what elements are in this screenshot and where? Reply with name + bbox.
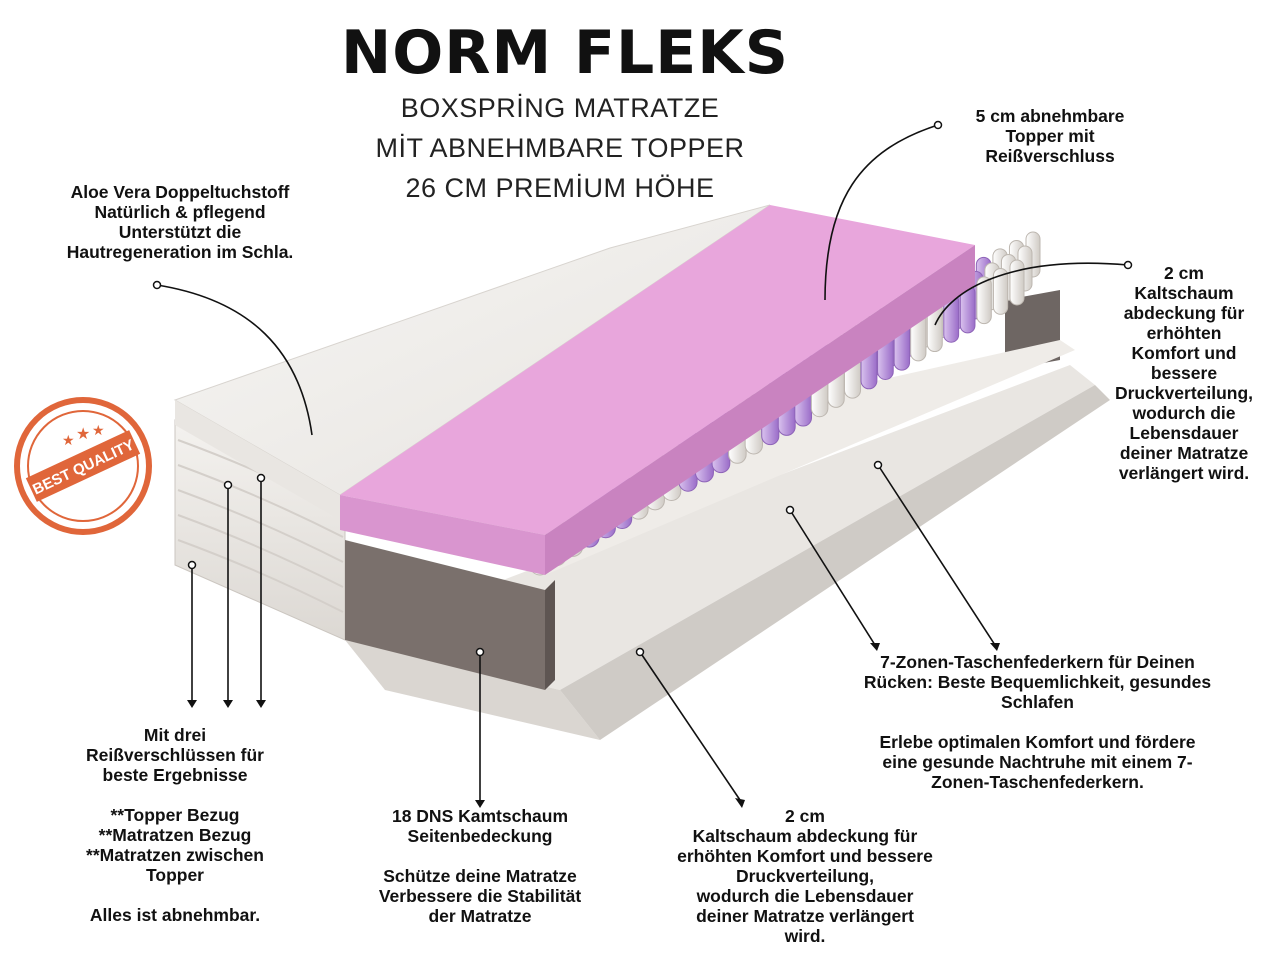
- zippers-list-item: **Topper Bezug: [110, 805, 240, 825]
- svg-text:★: ★: [76, 424, 90, 443]
- kaltschaum-bottom-line: Druckverteilung,: [735, 866, 875, 886]
- callout-zippers: Mit drei Reißverschlüssen für beste Erge…: [45, 725, 305, 925]
- kaltschaum-right-line: wodurch die: [1132, 403, 1236, 423]
- zippers-line: beste Ergebnisse: [102, 765, 248, 785]
- zones-extra-line: Zonen-Taschenfederkern.: [931, 772, 1144, 792]
- badge-text: BEST QUALITY: [30, 436, 137, 498]
- aloe-line: Aloe Vera Doppeltuchstoff: [70, 182, 290, 202]
- kaltschaum-right-line: Lebensdauer: [1129, 423, 1239, 443]
- spring-cell: [976, 276, 992, 325]
- svg-text:★: ★: [92, 423, 105, 439]
- zippers-note: Alles ist abnehmbar.: [89, 905, 261, 925]
- callout-kaltschaum-bottom: 2 cm Kaltschaum abdeckung für erhöhten K…: [635, 806, 975, 946]
- leader-lines: [156, 124, 1129, 801]
- topper-line: 5 cm abnehmbare: [975, 106, 1125, 126]
- aloe-line: Hautregeneration im Schla.: [66, 242, 294, 262]
- product-title: NORM FLEKS: [341, 18, 789, 88]
- callout-topper: 5 cm abnehmbare Topper mit Reißverschlus…: [940, 106, 1160, 166]
- dns-line: 18 DNS Kamtschaum: [391, 806, 569, 826]
- kaltschaum-right-line: Druckverteilung,: [1114, 383, 1254, 403]
- topper-line: Topper mit: [1005, 126, 1095, 146]
- zippers-line: Reißverschlüssen für: [86, 745, 264, 765]
- kaltschaum-right-line: bessere: [1150, 363, 1218, 383]
- leader-dots: [152, 120, 1133, 657]
- kaltschaum-right-line: 2 cm: [1164, 263, 1204, 283]
- kaltschaum-bottom-line: Kaltschaum abdeckung für: [692, 826, 918, 846]
- dns-extra-line: Verbessere die Stabilität: [378, 886, 582, 906]
- dns-extra-line: Schütze deine Matratze: [383, 866, 577, 886]
- kaltschaum-right-line: verlängert wird.: [1118, 463, 1250, 483]
- subtitle-line-1: BOXSPRİNG MATRATZE: [400, 93, 720, 123]
- callout-dns-foam: 18 DNS Kamtschaum Seitenbedeckung Schütz…: [340, 806, 620, 926]
- svg-text:★: ★: [62, 433, 75, 449]
- kaltschaum-right-line: abdeckung für: [1123, 303, 1245, 323]
- spring-cell: [1009, 259, 1025, 306]
- zones-extra-line: eine gesunde Nachtruhe mit einem 7-: [882, 752, 1193, 772]
- zippers-list-item: **Matratzen zwischen: [86, 845, 264, 865]
- aloe-line: Unterstützt die: [118, 222, 242, 242]
- subtitle-line-3: 26 CM PREMİUM HÖHE: [405, 173, 715, 203]
- zones-extra-line: Erlebe optimalen Komfort und fördere: [879, 732, 1196, 752]
- zippers-line: Mit drei: [143, 725, 207, 745]
- kaltschaum-bottom-line: 2 cm: [785, 806, 825, 826]
- zones-line: Schlafen: [1001, 692, 1074, 712]
- kaltschaum-bottom-line: erhöhten Komfort und bessere: [677, 846, 933, 866]
- zones-line: 7-Zonen-Taschenfederkern für Deinen: [880, 652, 1195, 672]
- kaltschaum-right-line: deiner Matratze: [1119, 443, 1249, 463]
- callout-aloe-vera: Aloe Vera Doppeltuchstoff Natürlich & pf…: [20, 182, 340, 262]
- dns-extra-line: der Matratze: [428, 906, 532, 926]
- aloe-line: Natürlich & pflegend: [94, 202, 266, 222]
- best-quality-stamp: BEST QUALITY ★ ★ ★: [14, 397, 152, 535]
- callout-7-zones: 7-Zonen-Taschenfederkern für Deinen Rück…: [815, 652, 1260, 792]
- kaltschaum-right-line: Kaltschaum: [1134, 283, 1234, 303]
- leader-arrowheads: [187, 643, 1000, 808]
- topper-line: Reißverschluss: [985, 146, 1115, 166]
- spring-cell: [992, 267, 1009, 315]
- kaltschaum-right-line: erhöhten: [1146, 323, 1222, 343]
- kaltschaum-right-line: Komfort und: [1131, 343, 1237, 363]
- callout-kaltschaum-right: 2 cm Kaltschaum abdeckung für erhöhten K…: [1090, 263, 1278, 483]
- pink-topper: [340, 205, 975, 575]
- kaltschaum-bottom-line: wodurch die Lebensdauer: [696, 886, 914, 906]
- dns-line: Seitenbedeckung: [407, 826, 553, 846]
- zippers-list-item: **Matratzen Bezug: [98, 825, 252, 845]
- zones-line: Rücken: Beste Bequemlichkeit, gesundes: [863, 672, 1212, 692]
- kaltschaum-bottom-line: deiner Matratze verlängert: [696, 906, 914, 926]
- subtitle-line-2: MİT ABNEHMBARE TOPPER: [375, 133, 745, 163]
- kaltschaum-bottom-line: wird.: [784, 926, 826, 946]
- zippers-list-item: Topper: [145, 865, 204, 885]
